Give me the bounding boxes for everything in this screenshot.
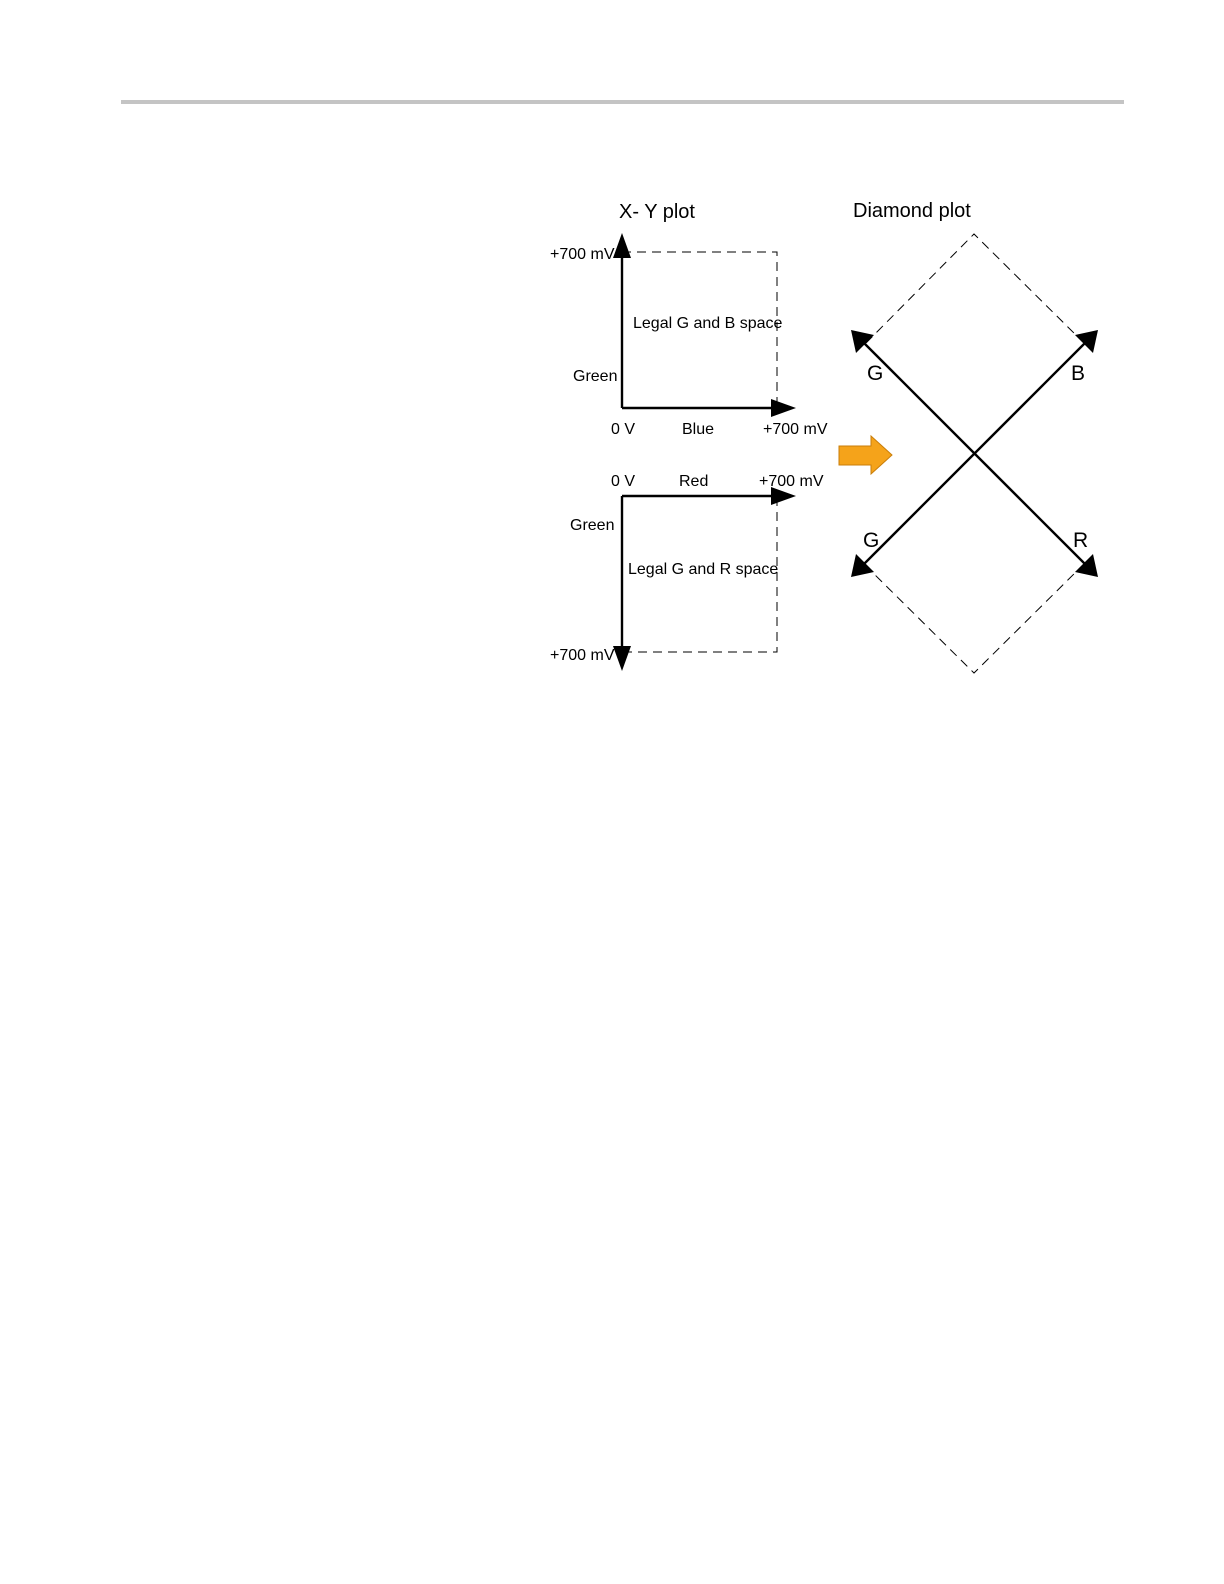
diamond-plot-title: Diamond plot	[853, 200, 971, 222]
gr-region-label: Legal G and R space	[628, 561, 778, 578]
upper-diamond-boundary	[866, 234, 1083, 343]
gr-x-axis-label: Red	[679, 473, 708, 490]
gb-region-label: Legal G and B space	[633, 315, 783, 332]
lower-left-axis-label: G	[863, 529, 879, 552]
green-axis-arrowhead	[613, 233, 631, 258]
gr-y-axis-label: Green	[570, 517, 614, 534]
green-axis-down-arrowhead	[613, 646, 631, 671]
gr-origin-label: 0 V	[611, 473, 635, 490]
xy-plot-title: X- Y plot	[619, 201, 695, 223]
gr-x-max-label: +700 mV	[759, 473, 824, 490]
xy-plot: X- Y plot +700 mV Green Legal G and B sp…	[550, 201, 828, 671]
gr-panel: 0 V Red +700 mV Green Legal G and R spac…	[550, 473, 824, 671]
gb-y-axis-label: Green	[573, 368, 617, 385]
lower-diamond-boundary	[865, 565, 1083, 673]
diamond-plot: Diamond plot G B G R	[851, 200, 1098, 673]
gb-x-axis-label: Blue	[682, 421, 714, 438]
blue-axis-arrowhead	[771, 399, 796, 417]
gb-x-max-label: +700 mV	[763, 421, 828, 438]
gb-y-max-label: +700 mV	[550, 246, 615, 263]
lower-right-axis-label: R	[1073, 529, 1088, 552]
upper-left-axis-label: G	[867, 362, 883, 385]
right-arrow-icon	[839, 436, 892, 474]
gb-panel: +700 mV Green Legal G and B space 0 V Bl…	[550, 233, 828, 438]
upper-right-axis-label: B	[1071, 362, 1085, 385]
gb-origin-label: 0 V	[611, 421, 635, 438]
gr-y-max-label: +700 mV	[550, 647, 615, 664]
